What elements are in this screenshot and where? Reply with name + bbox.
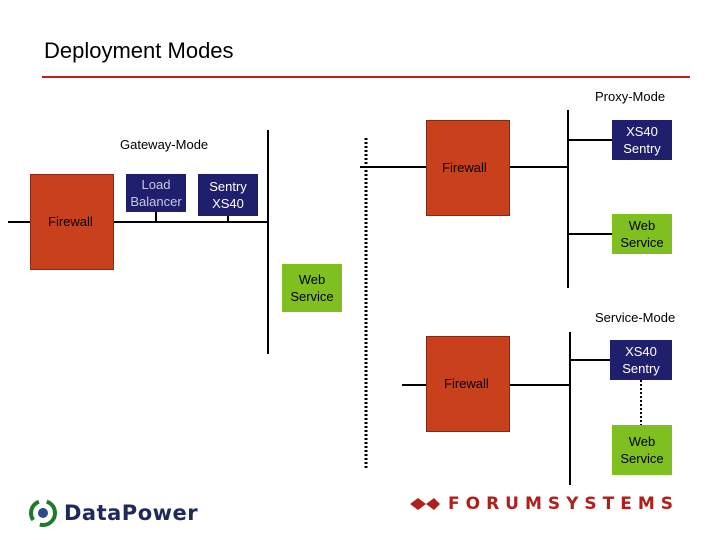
- forumsystems-wordmark: FORUMSYSTEMS: [448, 494, 680, 514]
- datapower-swirl-icon: [29, 499, 57, 527]
- proxy-web-service-box: Web Service: [612, 214, 672, 254]
- forumsystems-logo: FORUMSYSTEMS: [408, 494, 679, 514]
- title-divider: [42, 76, 690, 78]
- service-firewall-label: Firewall: [444, 376, 489, 391]
- service-mode-label: Service-Mode: [595, 310, 676, 325]
- proxy-sentry-box: XS40 Sentry: [612, 120, 672, 160]
- forumsystems-mark-icon: [410, 498, 440, 510]
- service-firewall: [426, 336, 510, 432]
- gateway-sentry-box: Sentry XS40: [198, 174, 258, 216]
- gateway-web-service-box: Web Service: [282, 264, 342, 312]
- datapower-logo: DataPower: [28, 498, 198, 528]
- proxy-mode-label: Proxy-Mode: [595, 89, 666, 104]
- gateway-mode-label: Gateway-Mode: [120, 137, 209, 152]
- datapower-wordmark: DataPower: [64, 501, 199, 525]
- proxy-firewall: [426, 120, 510, 216]
- gateway-firewall-label: Firewall: [48, 214, 93, 229]
- page-title: Deployment Modes: [44, 38, 234, 63]
- load-balancer-box: Load Balancer: [126, 174, 186, 212]
- service-web-service-box: Web Service: [612, 425, 672, 475]
- service-sentry-box: XS40 Sentry: [610, 340, 672, 380]
- gateway-firewall: [30, 174, 114, 270]
- proxy-firewall-label: Firewall: [442, 160, 487, 175]
